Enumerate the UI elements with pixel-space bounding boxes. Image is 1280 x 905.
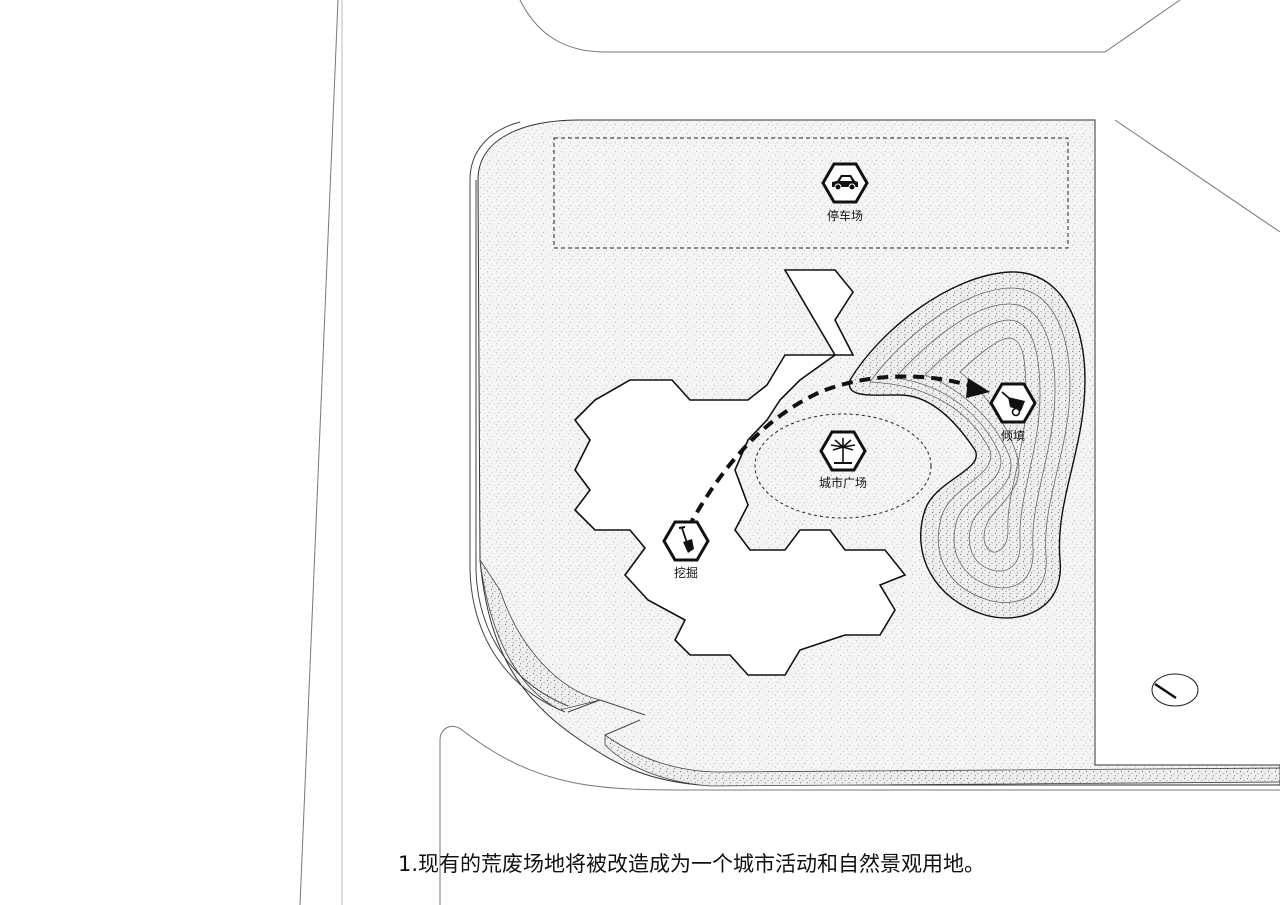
plaza-label: 城市广场 [819, 475, 867, 490]
parking-badge: 停车场 [821, 162, 869, 223]
mound-contours [869, 287, 1071, 603]
fill-mound [848, 271, 1086, 619]
arrow-head [966, 378, 990, 398]
excavation-label: 挖掘 [674, 565, 698, 580]
shovel-icon [678, 526, 694, 553]
soil-transfer-arrow [686, 374, 979, 529]
road-top-curb [519, 0, 1181, 53]
site-edge-planting-strip [479, 559, 1280, 787]
fill-label: 倾填 [1001, 429, 1025, 443]
parking-label: 停车场 [827, 208, 863, 223]
plaza-badge: 城市广场 [819, 430, 867, 490]
excavation-hexagon-void [573, 269, 907, 676]
road-right-diagonal [1114, 119, 1280, 233]
excavation-badge: 挖掘 [662, 520, 710, 580]
north-marker [1151, 673, 1199, 707]
palm-tree-icon [830, 438, 856, 464]
site-west-boundary [469, 121, 646, 736]
fill-badge: 倾填 [989, 382, 1037, 443]
road-bottom-left-curb [439, 725, 1280, 905]
parking-zone-outline [553, 137, 1069, 249]
mound-outline [848, 271, 1086, 619]
diagram-caption: 1.现有的荒废场地将被改造成为一个城市活动和自然景观用地。 [398, 852, 986, 876]
car-icon [832, 175, 858, 191]
road-left-edge [299, 0, 339, 905]
wheelbarrow-icon [1001, 391, 1025, 417]
plaza-zone-outline [754, 413, 932, 519]
